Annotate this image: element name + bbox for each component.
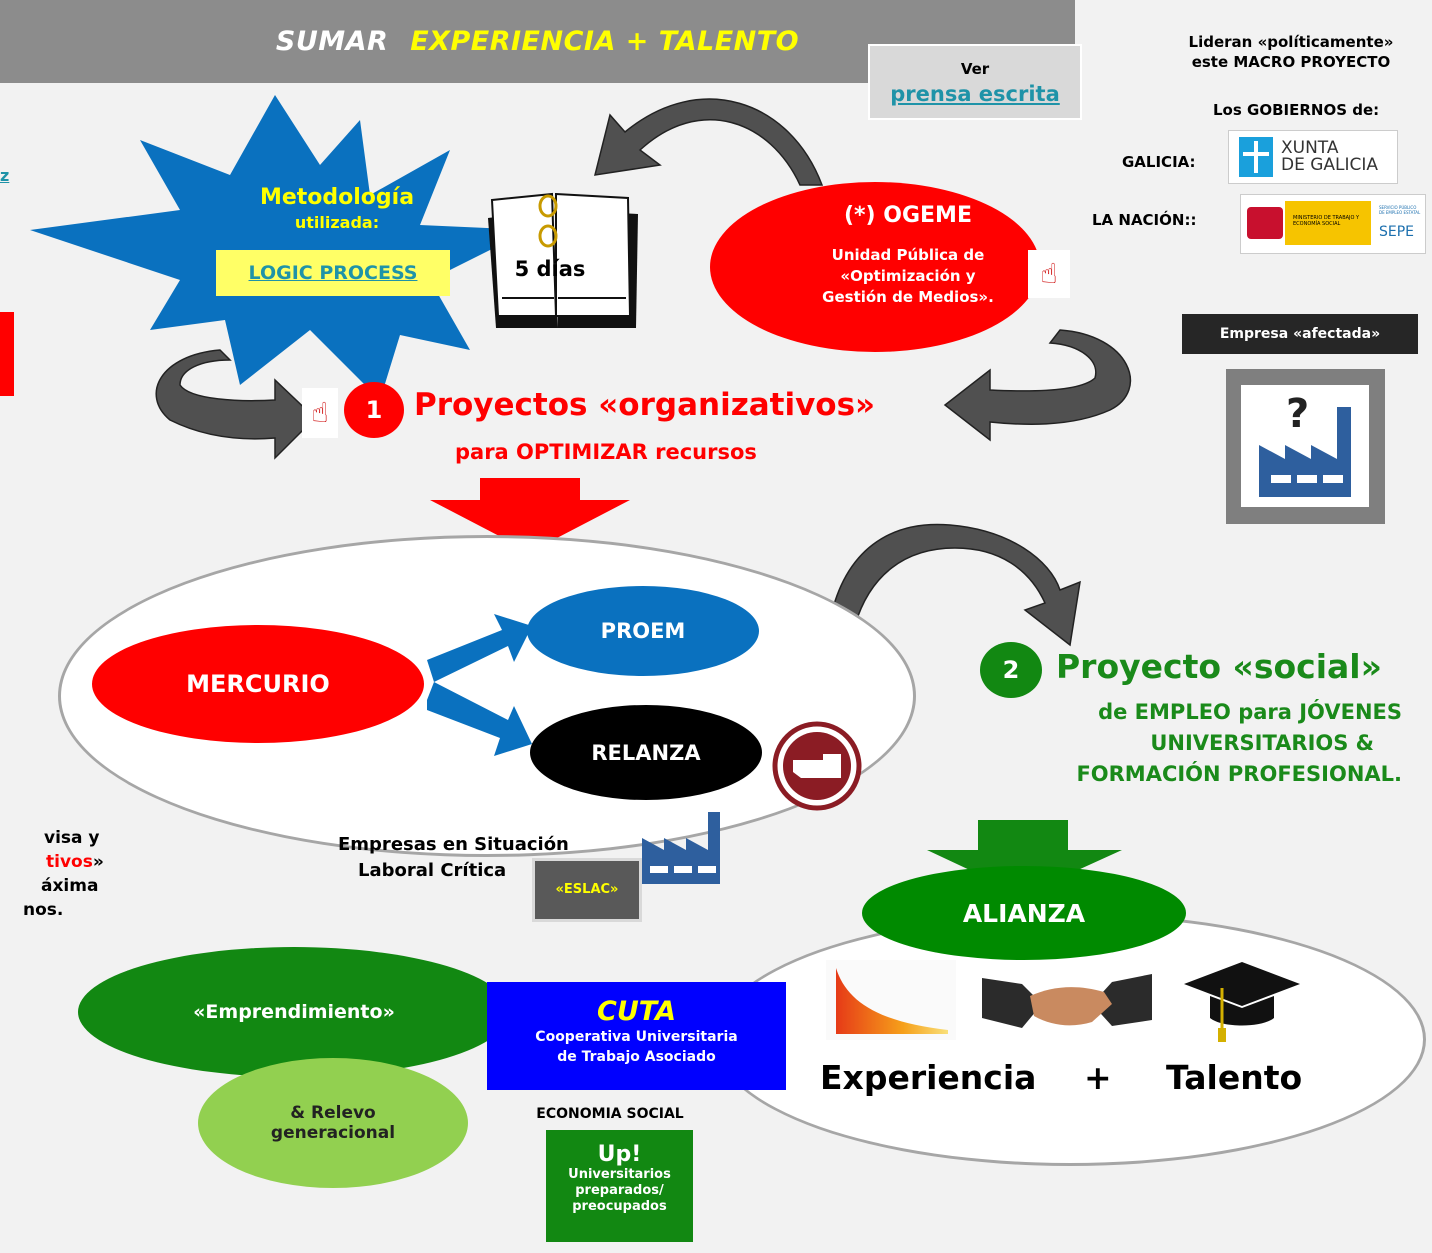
step1-number: 1 [344, 382, 404, 438]
left-line3: áxima [41, 876, 99, 896]
step2-line1: de EMPLEO para JÓVENES [1098, 700, 1402, 724]
banner-part1: SUMAR [275, 26, 389, 57]
decline-chart-icon [826, 960, 956, 1040]
plus-label: + [1084, 1058, 1112, 1097]
mercurio-ellipse: MERCURIO [92, 625, 424, 743]
metodologia-title: Metodología [259, 185, 415, 210]
thumbs-up-icon: ☝ [1028, 250, 1070, 298]
cuta-line1: Cooperativa Universitaria [535, 1029, 738, 1045]
metodologia-sub: utilizada: [294, 213, 380, 232]
question-mark: ? [1286, 391, 1310, 437]
calendar-book-icon [488, 192, 638, 328]
gobiernos-label: Los GOBIERNOS de: [1213, 101, 1380, 119]
ogeme-title: (*) OGEME [844, 203, 972, 228]
thumbs-up-icon-step1: ☝ [302, 388, 338, 438]
ogeme-desc: Unidad Pública de «Optimización y Gestió… [790, 245, 1026, 308]
prensa-ver: Ver [960, 60, 990, 78]
empresa-afectada-label: Empresa «afectada» [1182, 314, 1418, 354]
cuta-line2: de Trabajo Asociado [557, 1049, 716, 1065]
alianza-label: ALIANZA [962, 898, 1086, 928]
alianza-ellipse: ALIANZA [862, 866, 1186, 960]
ministerio-logo: MINISTERIO DE TRABAJO Y ECONOMÍA SOCIAL … [1240, 194, 1426, 254]
emprendimiento-ellipse: «Emprendimiento» [78, 947, 510, 1077]
relevo-ellipse: & Relevo generacional [198, 1058, 468, 1188]
mercurio-arrows [427, 614, 532, 756]
up-title: Up! [597, 1142, 642, 1167]
left-line2-red: tivos [46, 852, 93, 872]
pointing-hand-icon [772, 721, 862, 811]
xunta-line1: XUNTA [1281, 138, 1339, 158]
leaders-line1: Lideran «políticamente» [1188, 33, 1394, 51]
relevo-amp: & [290, 1103, 306, 1123]
empresa-afectada-box: ? [1226, 369, 1385, 524]
leaders-text: Lideran «políticamente» este MACRO PROYE… [1150, 32, 1432, 72]
left-red-fragment [0, 312, 14, 396]
nacion-label: LA NACIÓN:: [1092, 211, 1197, 229]
mercurio-label: MERCURIO [186, 670, 330, 698]
relanza-label: RELANZA [591, 740, 701, 765]
step2-title: Proyecto «social» [1056, 647, 1382, 686]
banner-part2: EXPERIENCIA + TALENTO [410, 26, 800, 57]
graduation-cap-icon [1184, 962, 1300, 1042]
eslac-line2: Laboral Crítica [358, 860, 507, 881]
xunta-logo: XUNTA DE GALICIA [1228, 130, 1398, 184]
sepe-small: SERVICIO PÚBLICO DE EMPLEO ESTATAL [1379, 205, 1421, 215]
step1-title: Proyectos «organizativos» [414, 387, 876, 423]
ogeme-line3: Gestión de Medios». [822, 288, 994, 306]
logic-process-link[interactable]: LOGIC PROCESS [248, 262, 418, 284]
left-link-fragment: z [0, 166, 10, 185]
sepe-text: SEPE [1379, 224, 1415, 240]
eslac-line1: Empresas en Situación [338, 834, 569, 855]
experiencia-label: Experiencia [820, 1058, 1037, 1097]
relanza-ellipse: RELANZA [530, 705, 762, 800]
economia-social-label: ECONOMIA SOCIAL [536, 1106, 684, 1122]
step1-subtitle: para OPTIMIZAR recursos [455, 440, 757, 464]
left-cut-text: visa y tivos» áxima nos. [0, 826, 104, 922]
title-banner: SUMAR EXPERIENCIA + TALENTO [0, 0, 1075, 83]
banner-title: SUMAR EXPERIENCIA + TALENTO [0, 26, 1075, 57]
left-line1: visa y [44, 828, 100, 848]
cuta-box: CUTA Cooperativa Universitaria de Trabaj… [487, 982, 786, 1090]
proem-ellipse: PROEM [527, 586, 759, 676]
step2-number: 2 [980, 642, 1042, 698]
relevo-line2: generacional [270, 1123, 396, 1143]
eslac-text: Empresas en Situación Laboral Crítica [338, 832, 569, 884]
emprendimiento-label: «Emprendimiento» [193, 1001, 395, 1023]
ogeme-ellipse [710, 182, 1040, 352]
prensa-box: Ver prensa escrita [868, 44, 1082, 120]
up-line1: Universitarios [568, 1167, 671, 1182]
eslac-badge: «ESLAC» [532, 858, 642, 922]
ministerio-text: MINISTERIO DE TRABAJO Y ECONOMÍA SOCIAL [1285, 201, 1371, 245]
talento-label: Talento [1166, 1058, 1303, 1097]
step2-desc: de EMPLEO para JÓVENES UNIVERSITARIOS & … [960, 697, 1402, 790]
step2-line3: FORMACIÓN PROFESIONAL. [1076, 762, 1402, 786]
factory-icon [1259, 407, 1351, 497]
cuta-title: CUTA [597, 996, 676, 1027]
up-box: Up! Universitarios preparados/ preocupad… [546, 1130, 693, 1242]
up-line2: preparados/ [575, 1183, 664, 1198]
galicia-label: GALICIA: [1122, 153, 1196, 171]
step2-line2: UNIVERSITARIOS & [1150, 731, 1374, 755]
factory-icon-eslac [642, 812, 720, 884]
proem-label: PROEM [600, 619, 686, 643]
leaders-line2: este MACRO PROYECTO [1191, 53, 1391, 71]
ogeme-line2: «Optimización y [840, 267, 976, 285]
ogeme-line1: Unidad Pública de [831, 246, 985, 264]
book-label: 5 días [514, 257, 586, 281]
xunta-line2: DE GALICIA [1281, 155, 1379, 175]
xunta-cross-icon [1239, 137, 1273, 177]
logic-process-box: LOGIC PROCESS [216, 250, 450, 296]
spain-coat-icon [1247, 207, 1283, 239]
metodologia-starburst [30, 95, 530, 400]
handshake-icon [982, 974, 1152, 1028]
left-line4: nos. [23, 900, 64, 920]
up-line3: preocupados [572, 1199, 667, 1214]
prensa-escrita-link[interactable]: prensa escrita [890, 82, 1060, 106]
left-line2-end: » [92, 852, 104, 872]
relevo-line1: Relevo [311, 1103, 376, 1123]
